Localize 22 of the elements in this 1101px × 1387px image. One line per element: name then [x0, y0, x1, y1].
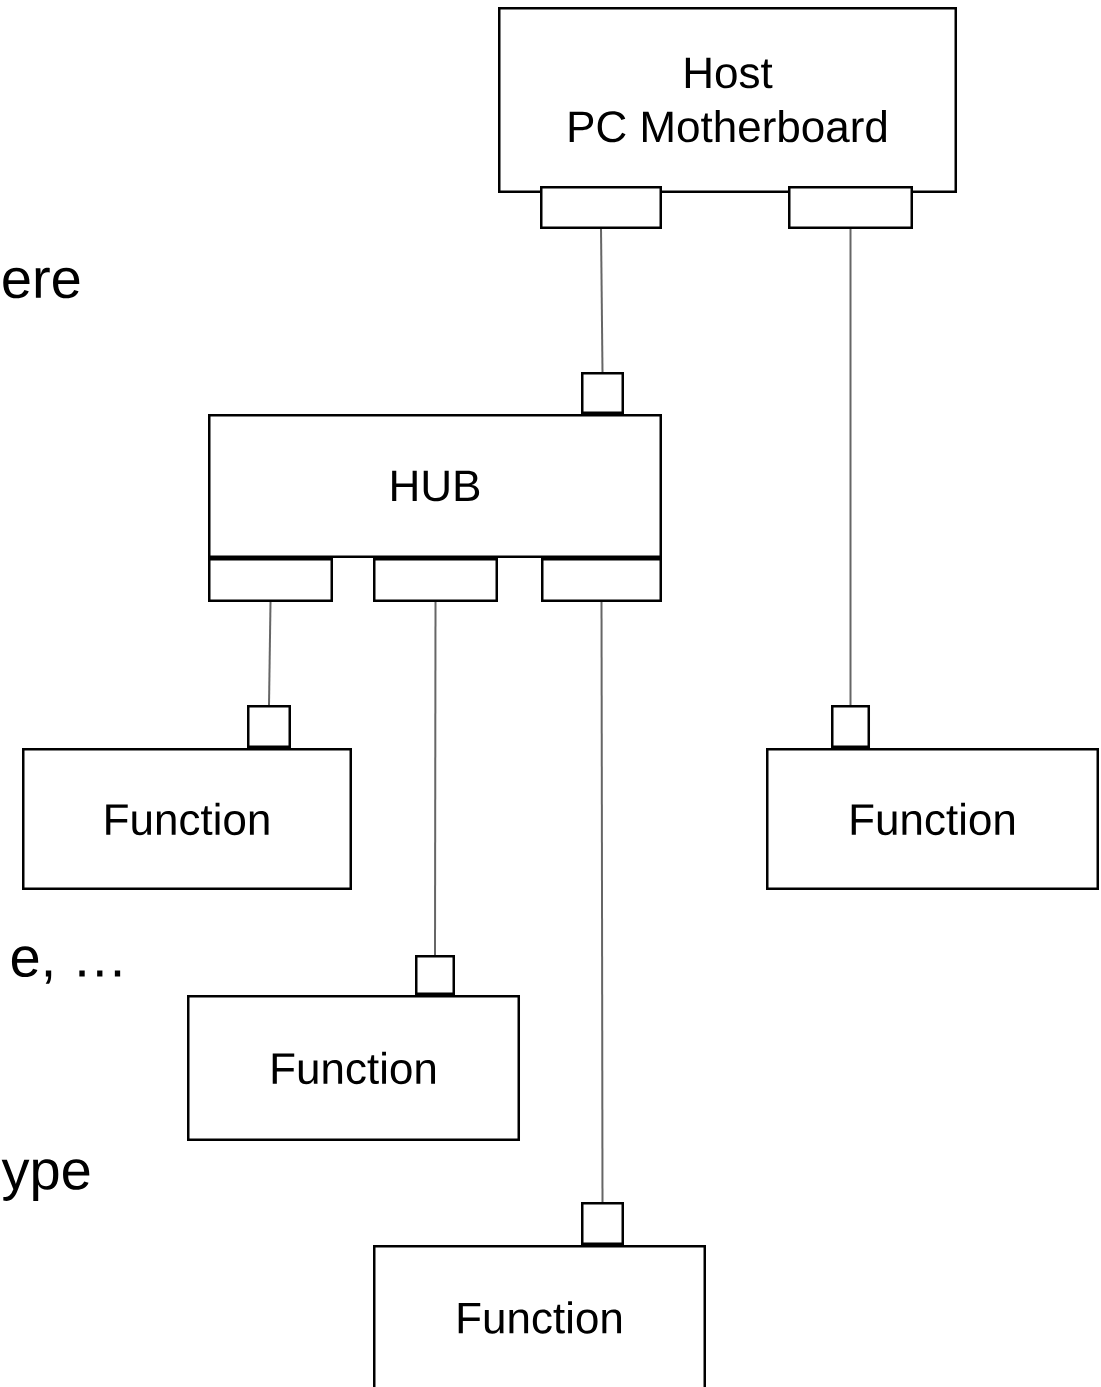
- text-fragment: ere: [3, 267, 80, 299]
- process-box: Function: [766, 748, 1099, 890]
- port-box: [540, 186, 662, 229]
- connector-line: [268, 601, 272, 706]
- text-fragment: ype: [1, 1159, 90, 1201]
- port-box: [831, 705, 870, 748]
- text-fragment: e, …: [11, 946, 121, 984]
- connector-line: [600, 228, 604, 373]
- port-box: [373, 558, 498, 602]
- port-box: [541, 558, 662, 602]
- process-box: Function: [22, 748, 352, 890]
- connector-line: [434, 601, 437, 956]
- port-box: [581, 1202, 624, 1245]
- process-box: Function: [187, 995, 520, 1141]
- process-box: Function: [373, 1245, 706, 1387]
- port-box: [208, 558, 333, 602]
- port-box: [247, 705, 291, 748]
- port-box: [788, 186, 913, 229]
- port-box: [415, 955, 455, 995]
- port-box: [581, 372, 624, 414]
- connector-line: [849, 228, 852, 706]
- connector-line: [600, 601, 604, 1203]
